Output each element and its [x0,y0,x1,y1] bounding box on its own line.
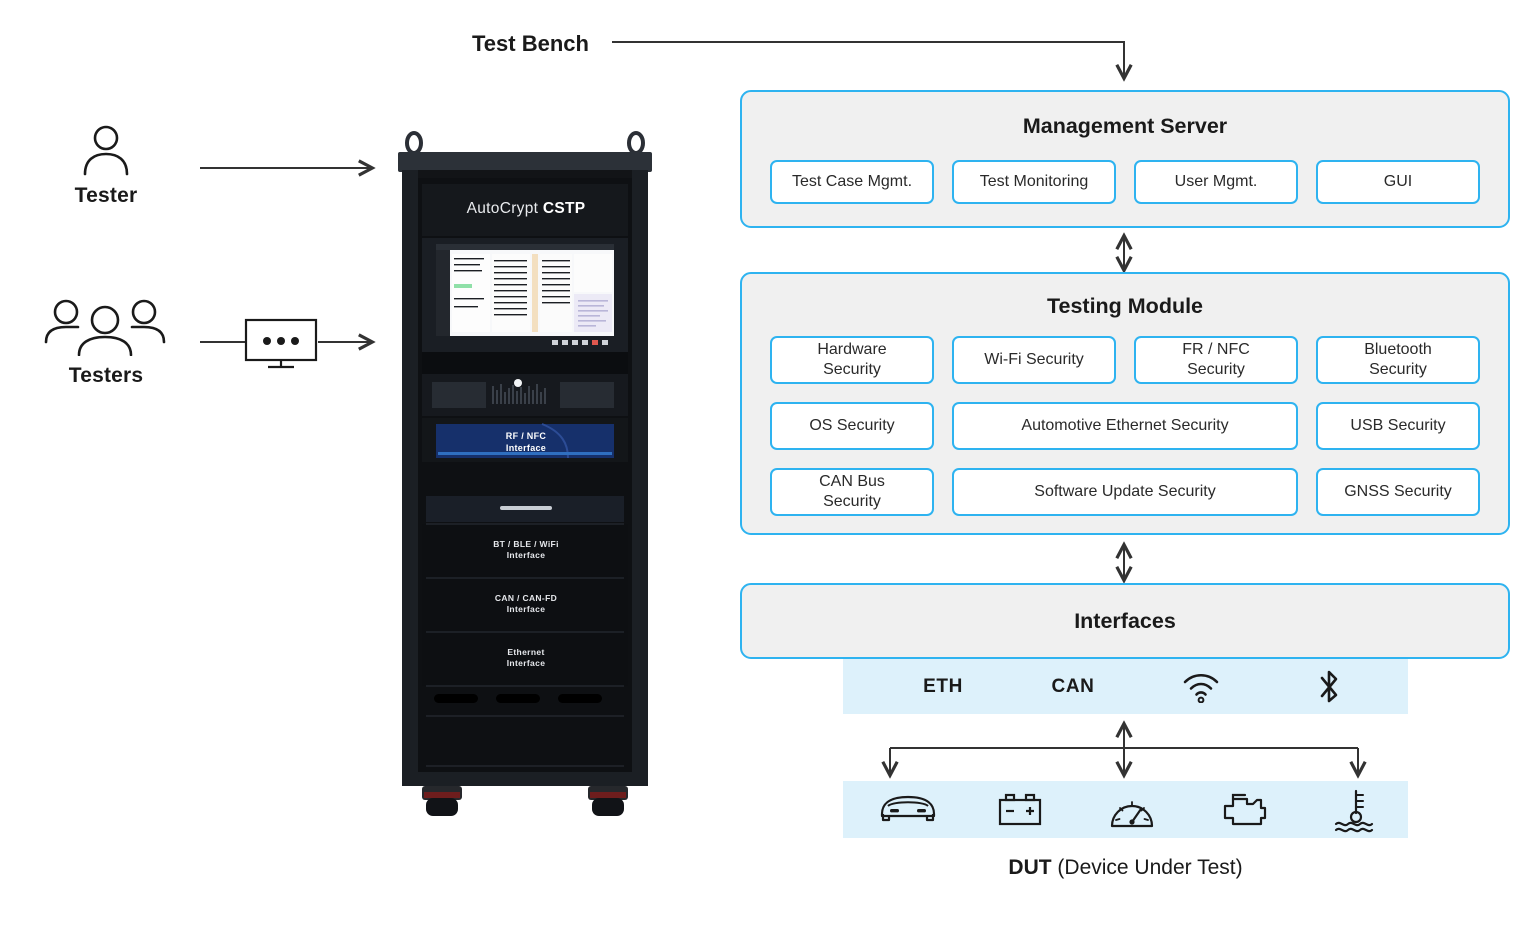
engine-icon[interactable] [1189,781,1299,838]
management-server-title: Management Server [1022,114,1228,138]
test-bench-title: Test Bench [472,31,589,56]
dut-band [843,781,1408,838]
rack-module-ethernet: Ethernet Interface [392,647,660,670]
chip-os-security[interactable]: OS Security [770,402,934,450]
management-server-panel: Management Server Test Case Mgmt. Test M… [740,90,1510,228]
interfaces-panel: Interfaces [740,583,1510,659]
chip-gui[interactable]: GUI [1316,160,1480,204]
rack-module-can: CAN / CAN-FD Interface [392,593,660,616]
rack-module-eth-line2: Interface [506,658,546,669]
band-item-eth[interactable]: ETH [923,675,963,697]
rack-module-bt-line1: BT / BLE / WiFi [493,539,559,549]
actor-label-testers: Testers [68,364,144,387]
chip-automotive-ethernet-security[interactable]: Automotive Ethernet Security [952,402,1298,450]
chip-software-update-security[interactable]: Software Update Security [952,468,1298,516]
interfaces-band: ETH CAN [843,659,1408,714]
network-monitor-icon [244,318,322,375]
band-item-can[interactable]: CAN [1051,675,1095,697]
rack-module-can-line1: CAN / CAN-FD [494,593,558,603]
rack-module-rf-nfc-line2: Interface [505,443,547,454]
chip-test-case-mgmt[interactable]: Test Case Mgmt. [770,160,934,204]
speedometer-icon[interactable] [1077,781,1187,838]
group-of-people-icon [44,298,166,356]
rack-module-bt-line2: Interface [506,550,546,561]
dut-caption: DUT (Device Under Test) [843,856,1408,880]
car-icon[interactable] [853,781,963,838]
dut-caption-bold: DUT [1008,856,1052,879]
rack-brand-suffix: CSTP [542,200,586,217]
single-person-icon [80,124,132,176]
testing-module-title: Testing Module [1046,294,1204,318]
dut-caption-rest: (Device Under Test) [1051,856,1243,879]
rack-module-rf-nfc: RF / NFC Interface [392,430,660,454]
rack-module-rf-nfc-line1: RF / NFC [505,431,547,441]
chip-test-monitoring[interactable]: Test Monitoring [952,160,1116,204]
bluetooth-icon[interactable] [1269,659,1389,714]
battery-icon[interactable] [965,781,1075,838]
chip-user-mgmt[interactable]: User Mgmt. [1134,160,1298,204]
rack-module-bt-ble-wifi: BT / BLE / WiFi Interface [392,539,660,562]
rack-module-eth-line1: Ethernet [507,647,545,657]
actor-label-tester: Tester [74,184,138,207]
interfaces-title: Interfaces [1074,609,1176,633]
chip-usb-security[interactable]: USB Security [1316,402,1480,450]
chip-wifi-security[interactable]: Wi-Fi Security [952,336,1116,384]
rack-brand-prefix: AutoCrypt [466,200,543,217]
coolant-temperature-icon[interactable] [1301,781,1411,838]
chip-gnss-security[interactable]: GNSS Security [1316,468,1480,516]
test-bench-rack: AutoCrypt CSTP RF / NFC Interface BT / B… [392,66,660,822]
rack-brand: AutoCrypt CSTP [392,200,660,218]
wifi-icon[interactable] [1141,659,1261,714]
rack-module-can-line2: Interface [506,604,546,615]
